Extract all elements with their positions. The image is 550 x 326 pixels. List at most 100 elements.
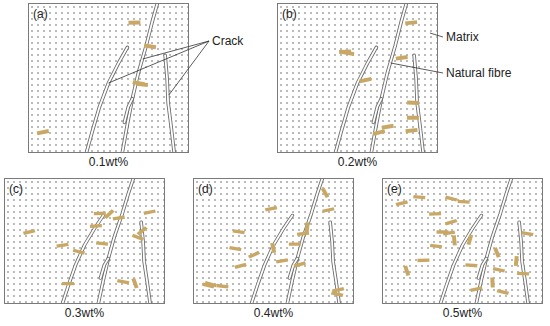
fibre — [417, 259, 429, 263]
fibre — [117, 279, 130, 284]
fibre — [445, 196, 458, 202]
fibre — [62, 282, 74, 285]
crack-line — [252, 215, 293, 303]
fibre — [248, 251, 260, 259]
crack-line — [287, 179, 322, 303]
fibre — [90, 224, 102, 228]
fibre — [373, 129, 386, 136]
composite-panel: (a)0.1wt% — [28, 3, 189, 153]
fibre — [429, 212, 441, 216]
fibre — [232, 229, 244, 234]
fibre — [465, 263, 477, 267]
callout-label: Matrix — [446, 30, 479, 44]
leader-line — [391, 63, 443, 73]
fibre — [490, 277, 494, 287]
leader-line — [169, 41, 209, 95]
fibre — [94, 212, 106, 216]
panel-illustration — [5, 179, 164, 303]
crack-core — [98, 179, 133, 303]
fibre — [137, 226, 148, 235]
fibre — [37, 129, 49, 135]
panel-tag: (d) — [198, 182, 213, 196]
crack-line — [336, 47, 377, 152]
fibre — [136, 82, 148, 87]
panel-caption: 0.1wt% — [29, 155, 188, 169]
panel-illustration — [29, 4, 188, 152]
panel-caption: 0.3wt% — [5, 306, 164, 320]
panel-illustration — [194, 179, 353, 303]
callout-label: Crack — [212, 34, 243, 48]
fibre — [144, 44, 156, 50]
fibre — [331, 291, 344, 297]
leader-line — [430, 33, 443, 37]
panel-caption: 0.2wt% — [278, 155, 437, 169]
crack-line — [478, 258, 486, 278]
fibre — [132, 234, 145, 241]
fibre — [73, 249, 86, 255]
crack-line — [63, 215, 104, 303]
fibre — [289, 242, 301, 245]
crack-core — [373, 99, 381, 123]
fibre — [56, 243, 68, 248]
callout-label: Natural fibre — [446, 66, 511, 80]
fibre — [458, 200, 470, 204]
panel-tag: (c) — [9, 182, 23, 196]
fibre — [265, 206, 278, 212]
fibre — [321, 188, 330, 198]
composite-panel: (e)0.5wt% — [382, 178, 543, 304]
crack-line — [124, 99, 132, 123]
leader-line — [143, 41, 209, 59]
fibre — [396, 55, 408, 61]
fibre — [407, 116, 419, 120]
fibre — [493, 267, 506, 273]
fibre — [517, 272, 529, 276]
fibre — [403, 265, 410, 275]
fibre — [234, 263, 247, 269]
crack-line — [141, 222, 150, 303]
fibre — [359, 77, 371, 83]
fibre — [143, 209, 156, 215]
crack-line — [476, 179, 511, 303]
crack-core — [476, 179, 511, 303]
panel-caption: 0.4wt% — [194, 306, 353, 320]
crack-core — [371, 4, 406, 152]
fibre — [497, 289, 510, 295]
composite-panel: (b)0.2wt% — [277, 3, 438, 153]
fibre — [294, 261, 307, 267]
crack-line — [373, 99, 381, 123]
fibre — [128, 21, 140, 25]
fibre — [216, 284, 228, 289]
crack-core — [289, 258, 297, 278]
panel-illustration — [383, 179, 542, 303]
fibre — [405, 20, 417, 25]
fibre — [204, 281, 217, 287]
crack-line — [165, 55, 174, 152]
fibre — [514, 256, 519, 266]
crack-line — [371, 4, 406, 152]
crack-line — [98, 179, 133, 303]
crack-line — [122, 4, 157, 152]
fibre — [445, 219, 458, 225]
crack-core — [141, 222, 150, 303]
crack-line — [100, 258, 108, 278]
fibre — [270, 243, 276, 253]
panel-tag: (e) — [387, 182, 402, 196]
fibre — [413, 195, 425, 199]
fibre — [493, 247, 501, 257]
fibre — [521, 231, 533, 236]
fibre — [322, 207, 335, 213]
fibre — [131, 278, 138, 288]
crack-core — [252, 215, 293, 303]
fibre — [23, 229, 36, 235]
crack-core — [122, 4, 157, 152]
crack-core — [100, 258, 108, 278]
panel-tag: (a) — [33, 7, 48, 21]
fibre — [276, 258, 288, 263]
crack-line — [289, 258, 297, 278]
fibre — [452, 235, 457, 245]
panel-illustration — [278, 4, 437, 152]
fibre — [381, 124, 393, 130]
fibre — [305, 222, 310, 232]
fibre — [470, 286, 483, 292]
